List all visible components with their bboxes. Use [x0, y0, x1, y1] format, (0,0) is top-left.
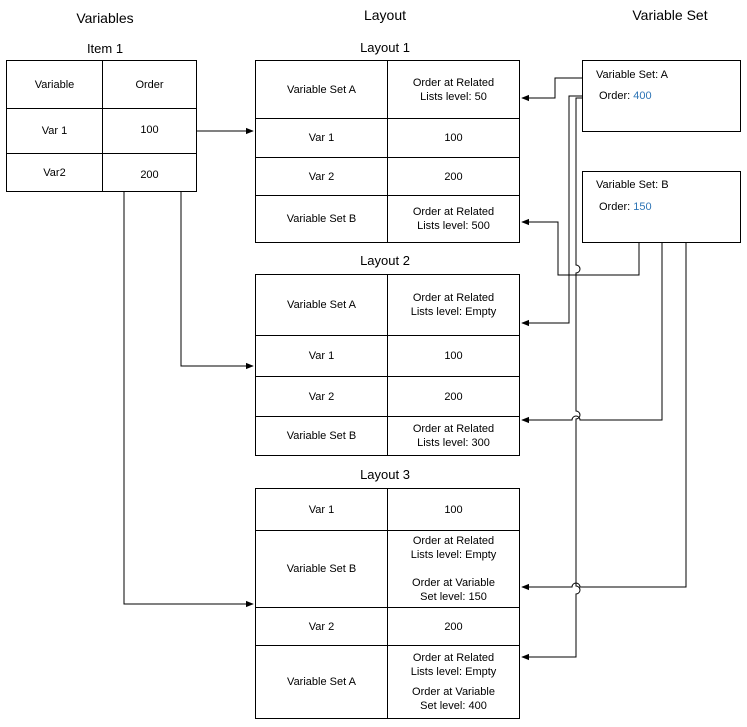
variable-set-b-order-value: 150 [633, 201, 652, 213]
layout2-row2-value-text: 100 [444, 350, 463, 362]
table-row: Var2 [6, 153, 103, 192]
layout1-row1-label: Variable Set A [255, 60, 388, 119]
layout2-row4-value-line1: Order at Related [412, 423, 495, 435]
table-row: 200 [102, 153, 197, 192]
layout3-row1-value-text: 100 [444, 503, 463, 516]
layout3-row4-value-line4: Set level: 400 [420, 700, 487, 712]
layout2-row2-label: Var 1 [255, 335, 388, 377]
layout2-row1-value-line1: Order at Related [412, 292, 495, 304]
layout1-row1-value-line2: Lists level: 50 [420, 90, 487, 103]
item1-row2-variable: Var2 [43, 166, 66, 179]
variable-set-b-name: Variable Set: B [596, 179, 669, 191]
layout1-row3-value-text: 200 [444, 170, 463, 183]
layout1-row2-value: 100 [387, 118, 520, 158]
layout3-row3-value: 200 [387, 607, 520, 646]
layout1-row4-label: Variable Set B [255, 195, 388, 243]
layout1-row4-value-line1: Order at Related [412, 206, 495, 218]
item1-header-variable-text: Variable [34, 78, 75, 91]
item1-row2-order: 200 [140, 169, 159, 181]
layout3-row2-value-line4: Set level: 150 [420, 591, 487, 603]
layout1-row1-label-text: Variable Set A [287, 83, 356, 96]
variable-set-b-box: Variable Set: B Order: 150 [582, 171, 741, 243]
layout3-row4-label-text: Variable Set A [287, 676, 356, 688]
connector-setA-to-layout1 [521, 77, 582, 102]
connector-setB-to-layout3 [521, 243, 687, 591]
table-row: Var 1 [6, 108, 103, 154]
layout1-row4-label-text: Variable Set B [286, 213, 357, 225]
layout3-row3-value-text: 200 [444, 620, 463, 633]
layout3-row2-value-line3: Order at Variable [412, 577, 495, 589]
item1-row1-order: 100 [140, 124, 159, 136]
item1-title: Item 1 [86, 41, 124, 56]
connector-setB-to-layout1 [521, 218, 640, 276]
layout1-row3-label-text: Var 2 [308, 170, 335, 183]
layout2-row1-label-text: Variable Set A [287, 299, 356, 311]
layout1-row1-value-line1: Order at Related [412, 76, 495, 89]
layout1-row3-value: 200 [387, 157, 520, 196]
connector-setA-to-layout3 [521, 97, 582, 661]
layout1-row2-label: Var 1 [255, 118, 388, 158]
layout2-row2-value: 100 [387, 335, 520, 377]
layout3-row4-value-line2: Lists level: Empty [410, 666, 497, 678]
layout2-row1-label: Variable Set A [255, 274, 388, 336]
layout3-row4-value-line1: Order at Related [412, 652, 495, 664]
layout1-row3-label: Var 2 [255, 157, 388, 196]
layout3-row1-label-text: Var 1 [308, 503, 335, 516]
variable-set-a-order-value: 400 [633, 90, 652, 102]
connector-setB-to-layout2 [521, 243, 663, 424]
layout3-title: Layout 3 [360, 467, 410, 482]
connector-item1-var2-to-layout2 [180, 192, 254, 370]
layout2-row3-label-text: Var 2 [308, 390, 335, 403]
layout3-row1-value: 100 [387, 488, 520, 531]
layout1-row4-value-line2: Lists level: 500 [417, 220, 490, 232]
layout2-row2-label-text: Var 1 [308, 350, 335, 362]
variable-set-a-order: Order: 400 [599, 90, 652, 102]
layout1-row2-value-text: 100 [444, 132, 463, 144]
layout3-row2-label: Variable Set B [255, 530, 388, 608]
layout2-row3-value: 200 [387, 376, 520, 417]
variables-header: Variables [76, 10, 134, 26]
layout-header: Layout [363, 7, 407, 23]
layout2-row4-label-text: Variable Set B [286, 430, 357, 442]
layout2-row3-value-text: 200 [444, 390, 463, 403]
layout3-row3-label-text: Var 2 [308, 620, 335, 633]
connector-setA-to-layout2 [521, 95, 582, 327]
layout1-title: Layout 1 [360, 40, 410, 55]
variable-set-b-order: Order: 150 [599, 201, 652, 213]
variable-set-a-name: Variable Set: A [596, 69, 668, 81]
item1-row1-variable: Var 1 [41, 125, 68, 137]
layout3-row4-value: Order at Related Lists level: Empty Orde… [387, 645, 520, 719]
connector-item1-to-layout3 [123, 192, 254, 608]
layout3-row2-value: Order at Related Lists level: Empty Orde… [387, 530, 520, 608]
layout3-row2-label-text: Variable Set B [286, 563, 357, 575]
variable-set-a-order-label: Order: [599, 90, 634, 102]
variable-set-b-order-label: Order: [599, 201, 634, 213]
variable-set-header: Variable Set [632, 7, 708, 23]
layout3-row1-label: Var 1 [255, 488, 388, 531]
layout3-row2-value-line2: Lists level: Empty [410, 549, 497, 561]
layout2-title: Layout 2 [360, 253, 410, 268]
layout3-row4-label: Variable Set A [255, 645, 388, 719]
layout3-row4-value-line3: Order at Variable [412, 686, 495, 698]
item1-header-order-text: Order [135, 78, 164, 91]
layout1-row2-label-text: Var 1 [308, 132, 335, 144]
layout2-row1-value-line2: Lists level: Empty [410, 306, 497, 318]
layout3-row2-value-line1: Order at Related [412, 535, 495, 547]
table-row: 100 [102, 108, 197, 154]
variable-set-a-box: Variable Set: A Order: 400 [582, 60, 741, 132]
layout2-row4-value-line2: Lists level: 300 [417, 437, 490, 449]
